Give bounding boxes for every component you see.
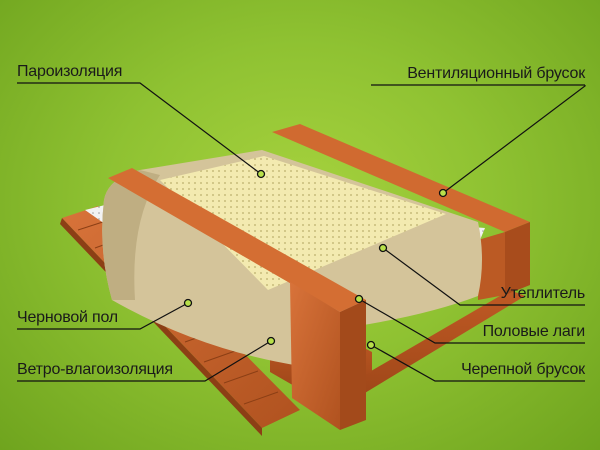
label-insulation: Утеплитель (500, 285, 586, 302)
label-wind-moisture-barrier: Ветро-влагоизоляция (17, 361, 173, 378)
label-rough-floor: Черновой пол (17, 309, 118, 326)
ventilation-bar-shape (272, 124, 530, 300)
label-cranial-bar: Черепной брусок (461, 361, 585, 378)
floor-joist-shape (108, 168, 366, 430)
label-vent-bar: Вентиляционный брусок (407, 65, 585, 82)
leader-lines (17, 82, 586, 382)
label-floor-joists: Половые лаги (482, 323, 586, 340)
label-vapor-barrier: Пароизоляция (17, 63, 123, 80)
callout-dots (183, 169, 448, 350)
